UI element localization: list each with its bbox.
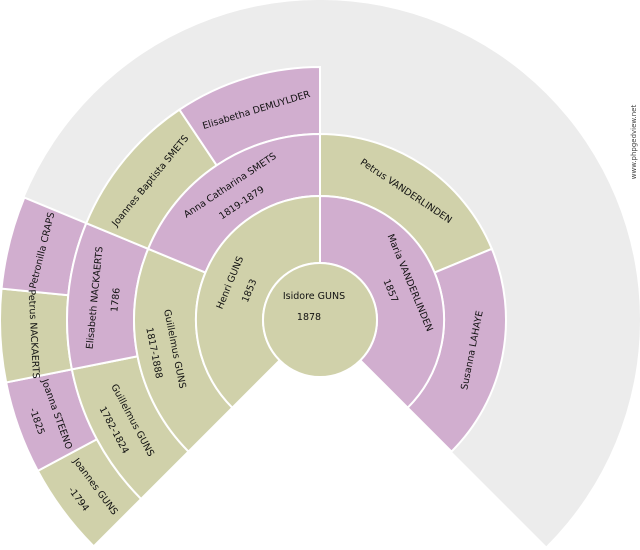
person-name: Isidore GUNS [283, 291, 345, 302]
watermark-text: www.phpgedview.net [630, 105, 638, 180]
label-petrus-nackaerts: Petrus NACKAERTS [26, 289, 41, 379]
person-dates: 1878 [297, 312, 321, 323]
person-dates: 1786 [109, 287, 122, 312]
root-person-circle[interactable] [262, 262, 378, 378]
person-name: Petrus NACKAERTS [26, 289, 41, 379]
watermark: www.phpgedview.net [630, 105, 638, 180]
label-root: Isidore GUNS 1878 [283, 291, 345, 323]
